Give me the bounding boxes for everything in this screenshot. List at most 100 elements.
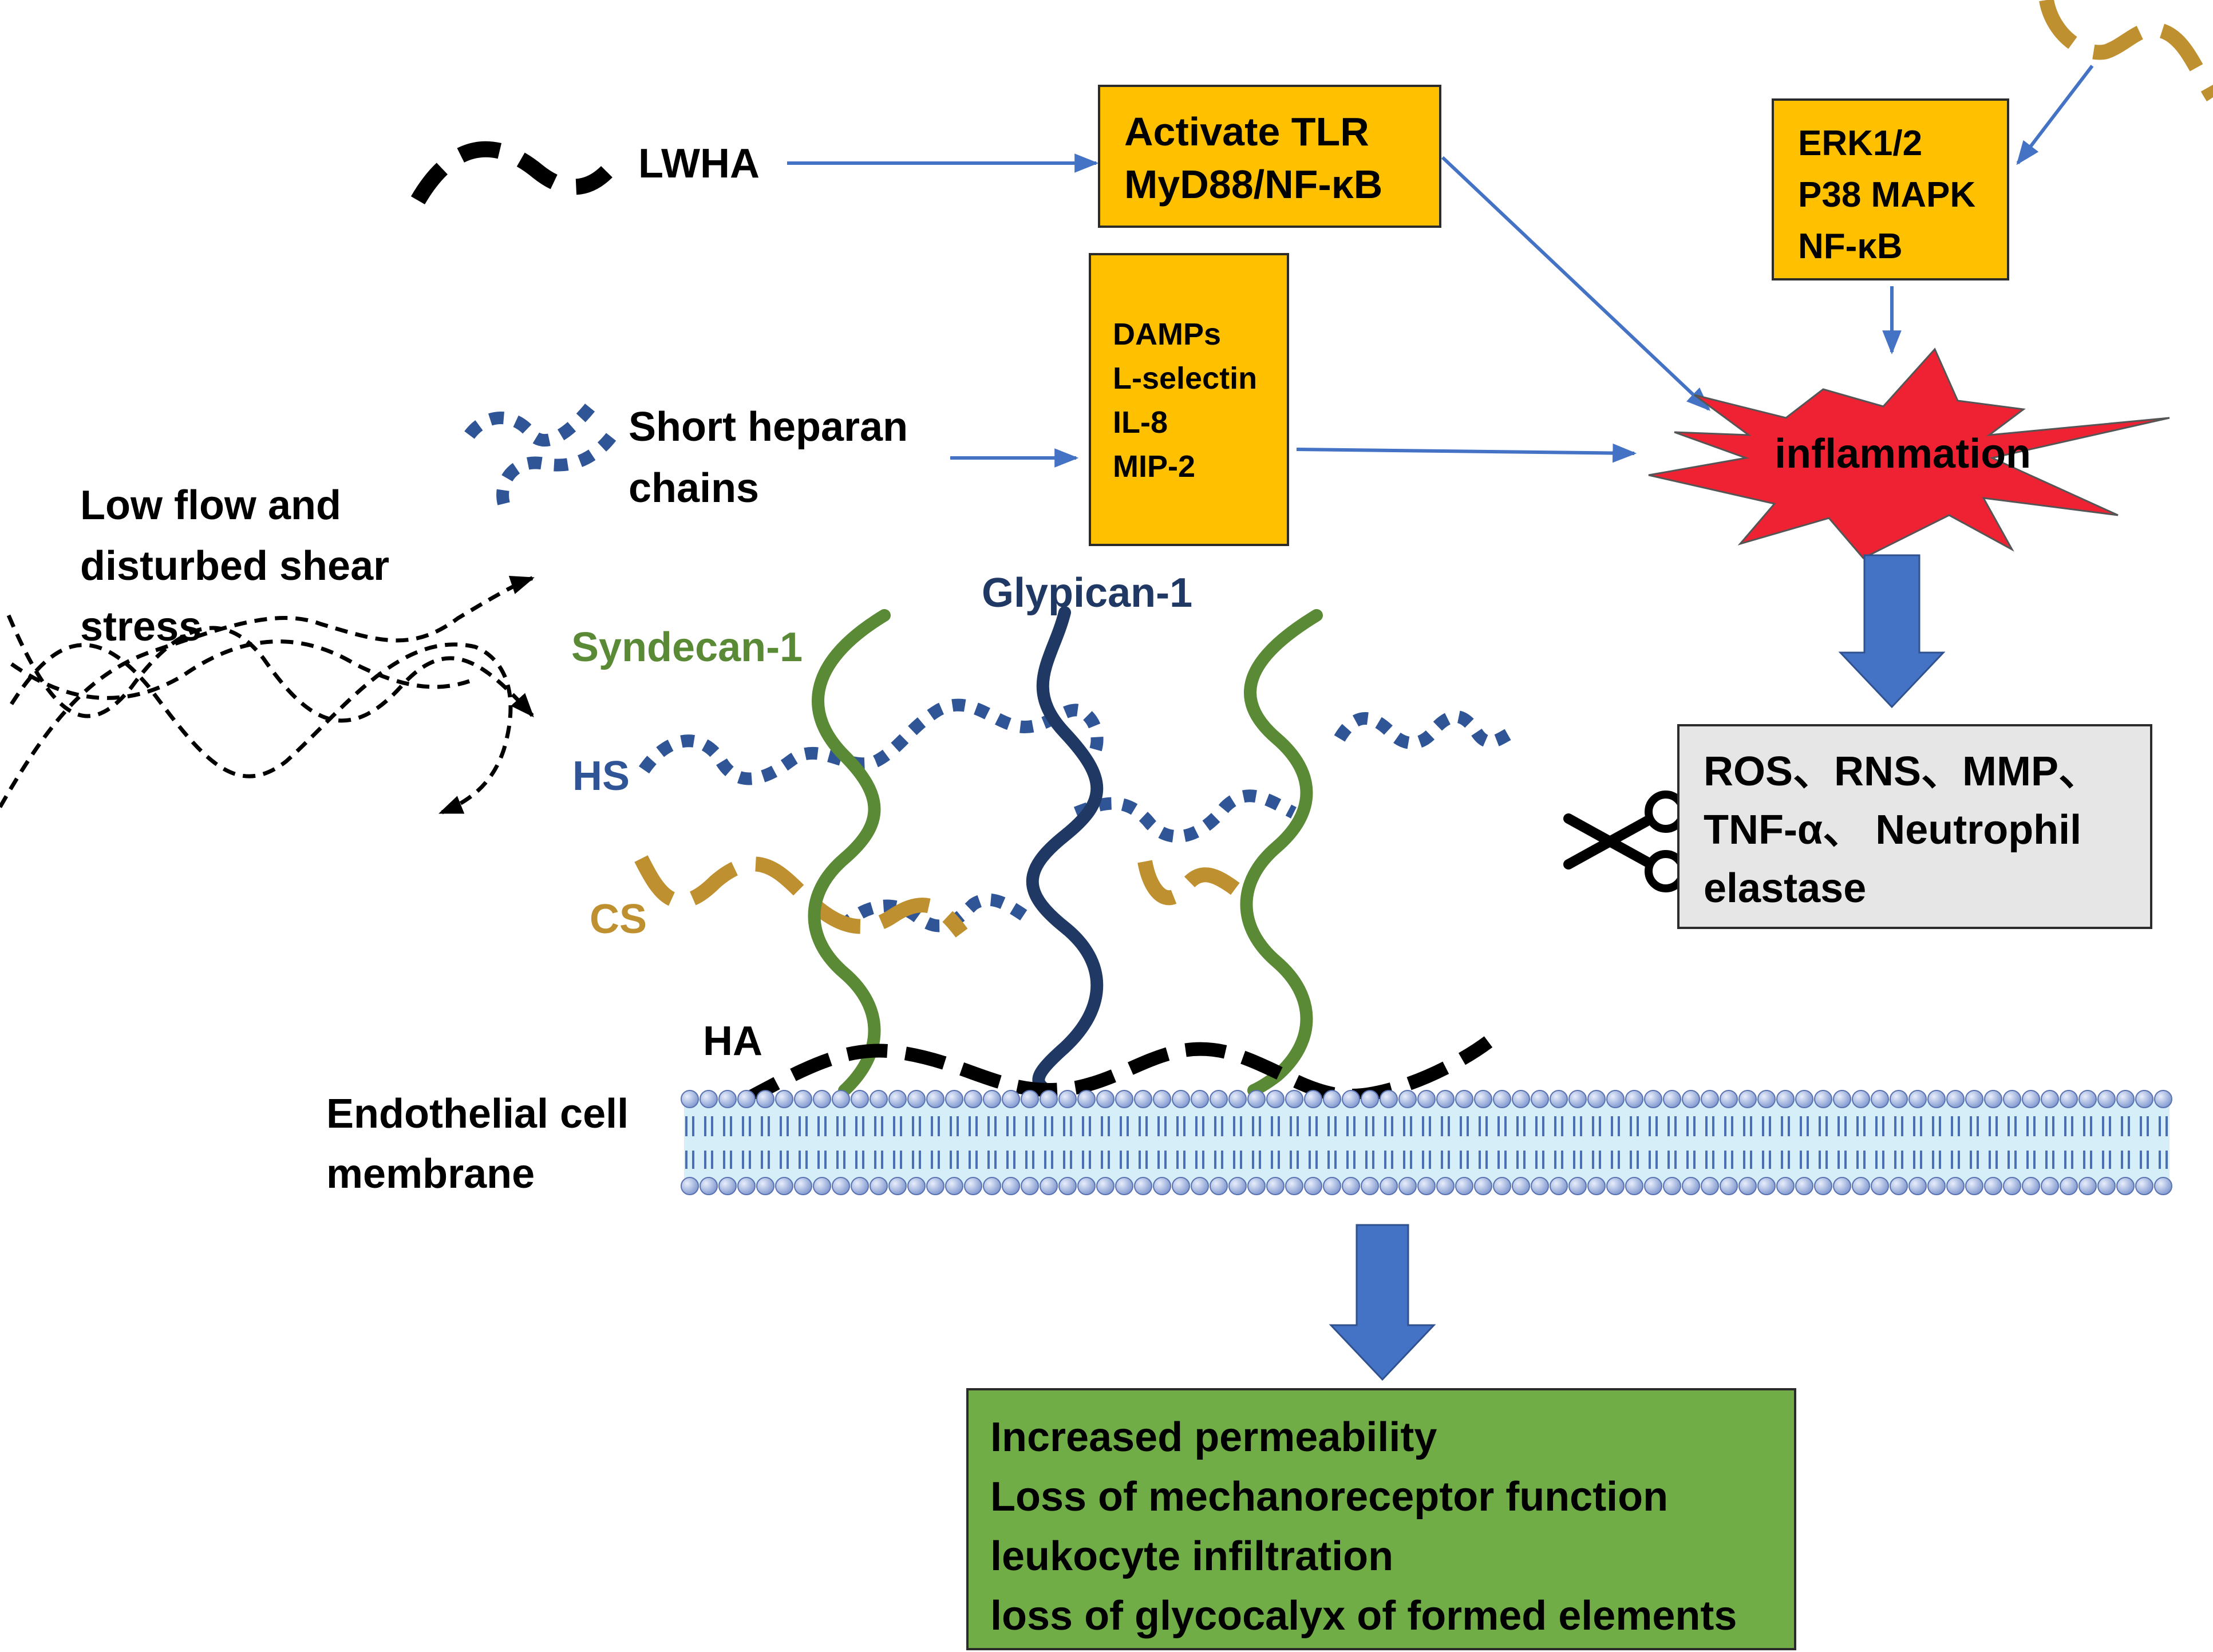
lipid-head-outer — [1228, 1090, 1247, 1108]
lipid-head-outer — [964, 1090, 982, 1108]
lipid-head-inner — [1058, 1177, 1077, 1195]
lipid-head-inner — [1871, 1177, 1889, 1195]
lipid-head-inner — [1040, 1177, 1058, 1195]
lipid-head-outer — [1304, 1090, 1322, 1108]
lipid-head-inner — [2022, 1177, 2040, 1195]
lipid-head-inner — [775, 1177, 793, 1195]
lipid-head-inner — [794, 1177, 812, 1195]
low-flow-label-line2: disturbed shear — [80, 543, 390, 589]
outcome-line-3: leukocyte infiltration — [990, 1534, 1394, 1579]
lipid-head-outer — [1058, 1090, 1077, 1108]
membrane-label-line1: Endothelial cell — [326, 1091, 629, 1137]
lipid-head-inner — [1077, 1177, 1096, 1195]
lipid-head-outer — [737, 1090, 756, 1108]
lipid-head-outer — [888, 1090, 907, 1108]
lipid-head-outer — [775, 1090, 793, 1108]
lipid-head-outer — [1266, 1090, 1285, 1108]
lipid-head-outer — [907, 1090, 926, 1108]
arrow-fragment-to-erk — [2016, 65, 2094, 165]
lipid-head-inner — [1682, 1177, 1700, 1195]
syndecan-strand-left — [808, 609, 891, 1097]
lipid-head-outer — [1871, 1090, 1889, 1108]
lipid-head-outer — [700, 1090, 718, 1108]
lipid-head-outer — [1247, 1090, 1266, 1108]
lipid-head-outer — [718, 1090, 737, 1108]
lipid-head-inner — [1795, 1177, 1813, 1195]
lipid-head-outer — [813, 1090, 831, 1108]
lipid-head-outer — [1776, 1090, 1795, 1108]
lipid-head-outer — [1172, 1090, 1190, 1108]
lipid-head-outer — [1417, 1090, 1436, 1108]
erk-line-3: NF-κB — [1798, 227, 1903, 266]
lipid-head-outer — [1115, 1090, 1133, 1108]
ros-box: ROS、RNS、MMP、 TNF-α、 Neutrophil elastase — [1677, 724, 2152, 929]
lipid-head-outer — [1890, 1090, 1908, 1108]
lipid-head-inner — [813, 1177, 831, 1195]
lipid-head-inner — [1115, 1177, 1133, 1195]
damps-line-2: L-selectin — [1113, 361, 1258, 396]
lipid-head-inner — [1927, 1177, 1946, 1195]
cs-fragment-top-right — [2039, 0, 2213, 102]
big-arrow-to-ros — [1838, 554, 1946, 709]
lipid-head-outer — [1984, 1090, 2002, 1108]
lipid-head-outer — [1606, 1090, 1625, 1108]
lipid-head-inner — [1096, 1177, 1115, 1195]
lipid-head-inner — [1908, 1177, 1927, 1195]
lipid-head-outer — [1002, 1090, 1020, 1108]
lipid-head-inner — [1946, 1177, 1965, 1195]
lipid-head-inner — [926, 1177, 945, 1195]
lipid-head-inner — [2097, 1177, 2116, 1195]
lipid-head-inner — [2135, 1177, 2153, 1195]
inflammation-burst — [1648, 347, 2170, 559]
low-flow-label-line3: stress — [80, 604, 202, 650]
lipid-head-inner — [1228, 1177, 1247, 1195]
lipid-head-outer — [1833, 1090, 1851, 1108]
lipid-head-inner — [1814, 1177, 1832, 1195]
lipid-head-outer — [851, 1090, 869, 1108]
lipid-head-outer — [2041, 1090, 2059, 1108]
ha-label: HA — [703, 1018, 762, 1064]
lipid-head-outer — [1738, 1090, 1757, 1108]
lipid-head-inner — [870, 1177, 888, 1195]
lipid-head-outer — [1436, 1090, 1455, 1108]
lipid-head-inner — [1323, 1177, 1341, 1195]
lipid-head-inner — [737, 1177, 756, 1195]
lipid-head-inner — [1210, 1177, 1228, 1195]
lipid-head-inner — [1550, 1177, 1568, 1195]
lipid-head-inner — [2041, 1177, 2059, 1195]
lipid-head-inner — [1606, 1177, 1625, 1195]
lipid-head-inner — [1587, 1177, 1606, 1195]
lipid-head-outer — [681, 1090, 699, 1108]
lipid-head-inner — [907, 1177, 926, 1195]
glypican-strand — [1026, 606, 1104, 1097]
lipid-head-inner — [1304, 1177, 1322, 1195]
short-heparan-label-line2: chains — [629, 465, 760, 511]
lipid-head-inner — [1984, 1177, 2002, 1195]
lipid-head-inner — [1663, 1177, 1681, 1195]
endothelial-cell-membrane — [681, 1090, 2172, 1195]
lipid-head-outer — [945, 1090, 963, 1108]
lipid-head-inner — [756, 1177, 774, 1195]
lipid-head-inner — [1172, 1177, 1190, 1195]
lipid-head-inner — [1738, 1177, 1757, 1195]
lipid-head-outer — [1455, 1090, 1473, 1108]
lipid-head-outer — [1531, 1090, 1549, 1108]
lipid-head-outer — [1493, 1090, 1511, 1108]
lipid-head-inner — [2078, 1177, 2097, 1195]
damps-line-1: DAMPs — [1113, 317, 1222, 351]
lipid-head-inner — [1191, 1177, 1209, 1195]
cs-chains — [634, 855, 1253, 938]
lipid-head-outer — [870, 1090, 888, 1108]
lipid-head-outer — [1077, 1090, 1096, 1108]
lipid-head-outer — [1040, 1090, 1058, 1108]
lipid-head-inner — [1002, 1177, 1020, 1195]
cs-label: CS — [590, 896, 647, 942]
lipid-head-outer — [1720, 1090, 1738, 1108]
lipid-head-outer — [1795, 1090, 1813, 1108]
lipid-head-inner — [1965, 1177, 1983, 1195]
tlr-box: Activate TLR MyD88/NF-κB — [1098, 85, 1441, 228]
lipid-head-outer — [1398, 1090, 1417, 1108]
lipid-head-outer — [1210, 1090, 1228, 1108]
lipid-head-inner — [1852, 1177, 1870, 1195]
outcome-line-1: Increased permeability — [990, 1414, 1437, 1460]
